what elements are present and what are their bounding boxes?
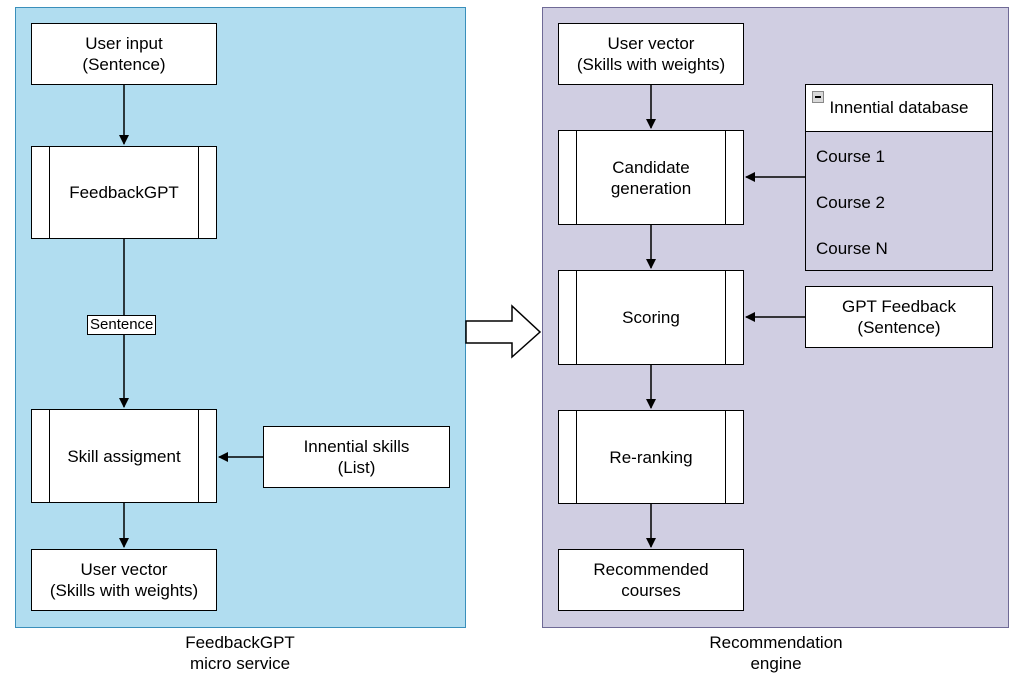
database-header: Innential database xyxy=(806,85,992,132)
scoring-label: Scoring xyxy=(622,308,680,327)
skill-assignment-label: Skill assigment xyxy=(67,446,181,466)
innential-skills-label: Innential skills (List) xyxy=(303,437,410,477)
skill-assignment-process-node[interactable]: Skill assigment xyxy=(31,409,217,503)
gpt-feedback-node[interactable]: GPT Feedback (Sentence) xyxy=(805,286,993,348)
gpt-feedback-label: GPT Feedback (Sentence) xyxy=(841,297,957,337)
innential-database-table[interactable]: Innential database Course 1 Course 2 Cou… xyxy=(805,84,993,271)
collapse-icon[interactable] xyxy=(812,91,824,103)
database-title: Innential database xyxy=(829,98,969,117)
feedbackgpt-microservice-container xyxy=(15,7,466,628)
database-row-course-n: Course N xyxy=(816,239,888,258)
re-ranking-process-node[interactable]: Re-ranking xyxy=(558,410,744,504)
feedbackgpt-label: FeedbackGPT xyxy=(69,183,179,202)
user-vector-output-node[interactable]: User vector (Skills with weights) xyxy=(31,549,217,611)
user-input-label: User input (Sentence) xyxy=(82,34,166,74)
recommended-courses-label: Recommended courses xyxy=(593,560,709,600)
innential-skills-node[interactable]: Innential skills (List) xyxy=(263,426,450,488)
candidate-generation-label: Candidate generation xyxy=(610,157,692,198)
user-input-node[interactable]: User input (Sentence) xyxy=(31,23,217,85)
user-vector-output-label: User vector (Skills with weights) xyxy=(49,560,199,600)
candidate-generation-process-node[interactable]: Candidate generation xyxy=(558,130,744,225)
feedbackgpt-process-node[interactable]: FeedbackGPT xyxy=(31,146,217,239)
re-ranking-label: Re-ranking xyxy=(609,447,693,467)
transfer-arrow xyxy=(465,304,542,359)
user-vector-input-node[interactable]: User vector (Skills with weights) xyxy=(558,23,744,85)
database-row-course-1: Course 1 xyxy=(816,147,885,166)
edge-label-sentence: Sentence xyxy=(87,315,157,335)
database-row-course-2: Course 2 xyxy=(816,193,885,212)
recommended-courses-node[interactable]: Recommended courses xyxy=(558,549,744,611)
left-panel-caption: FeedbackGPT micro service xyxy=(185,633,295,673)
right-panel-caption: Recommendation engine xyxy=(709,633,843,673)
user-vector-input-label: User vector (Skills with weights) xyxy=(576,34,726,74)
scoring-process-node[interactable]: Scoring xyxy=(558,270,744,365)
